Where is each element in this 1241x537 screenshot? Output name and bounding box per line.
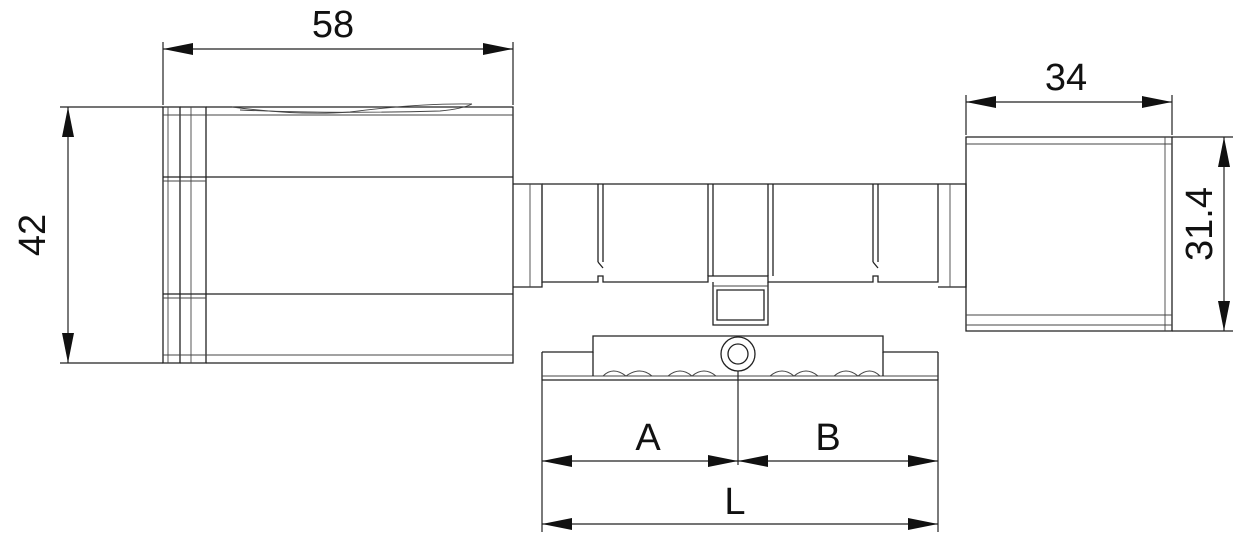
dimension-total-length: L [542,481,938,530]
side-b-label: B [815,417,840,459]
right-thumbturn [965,136,1173,332]
left-knob [162,103,514,364]
dimension-knob-height: 42 [12,106,163,364]
right-spindle [938,183,967,288]
knob-width-label: 58 [312,4,354,46]
thumbturn-width-label: 34 [1045,57,1087,99]
knob-height-label: 42 [12,214,54,256]
total-length-label: L [724,481,745,523]
thumbturn-height-label: 31.4 [1179,187,1221,261]
side-a-label: A [635,417,661,459]
left-spindle [513,183,543,288]
cylinder-body [541,183,939,381]
dimension-knob-width: 58 [162,4,514,105]
dimension-thumbturn-width: 34 [965,57,1173,135]
dimension-thumbturn-height: 31.4 [1172,136,1233,332]
dimension-a-b: A B [541,371,939,532]
